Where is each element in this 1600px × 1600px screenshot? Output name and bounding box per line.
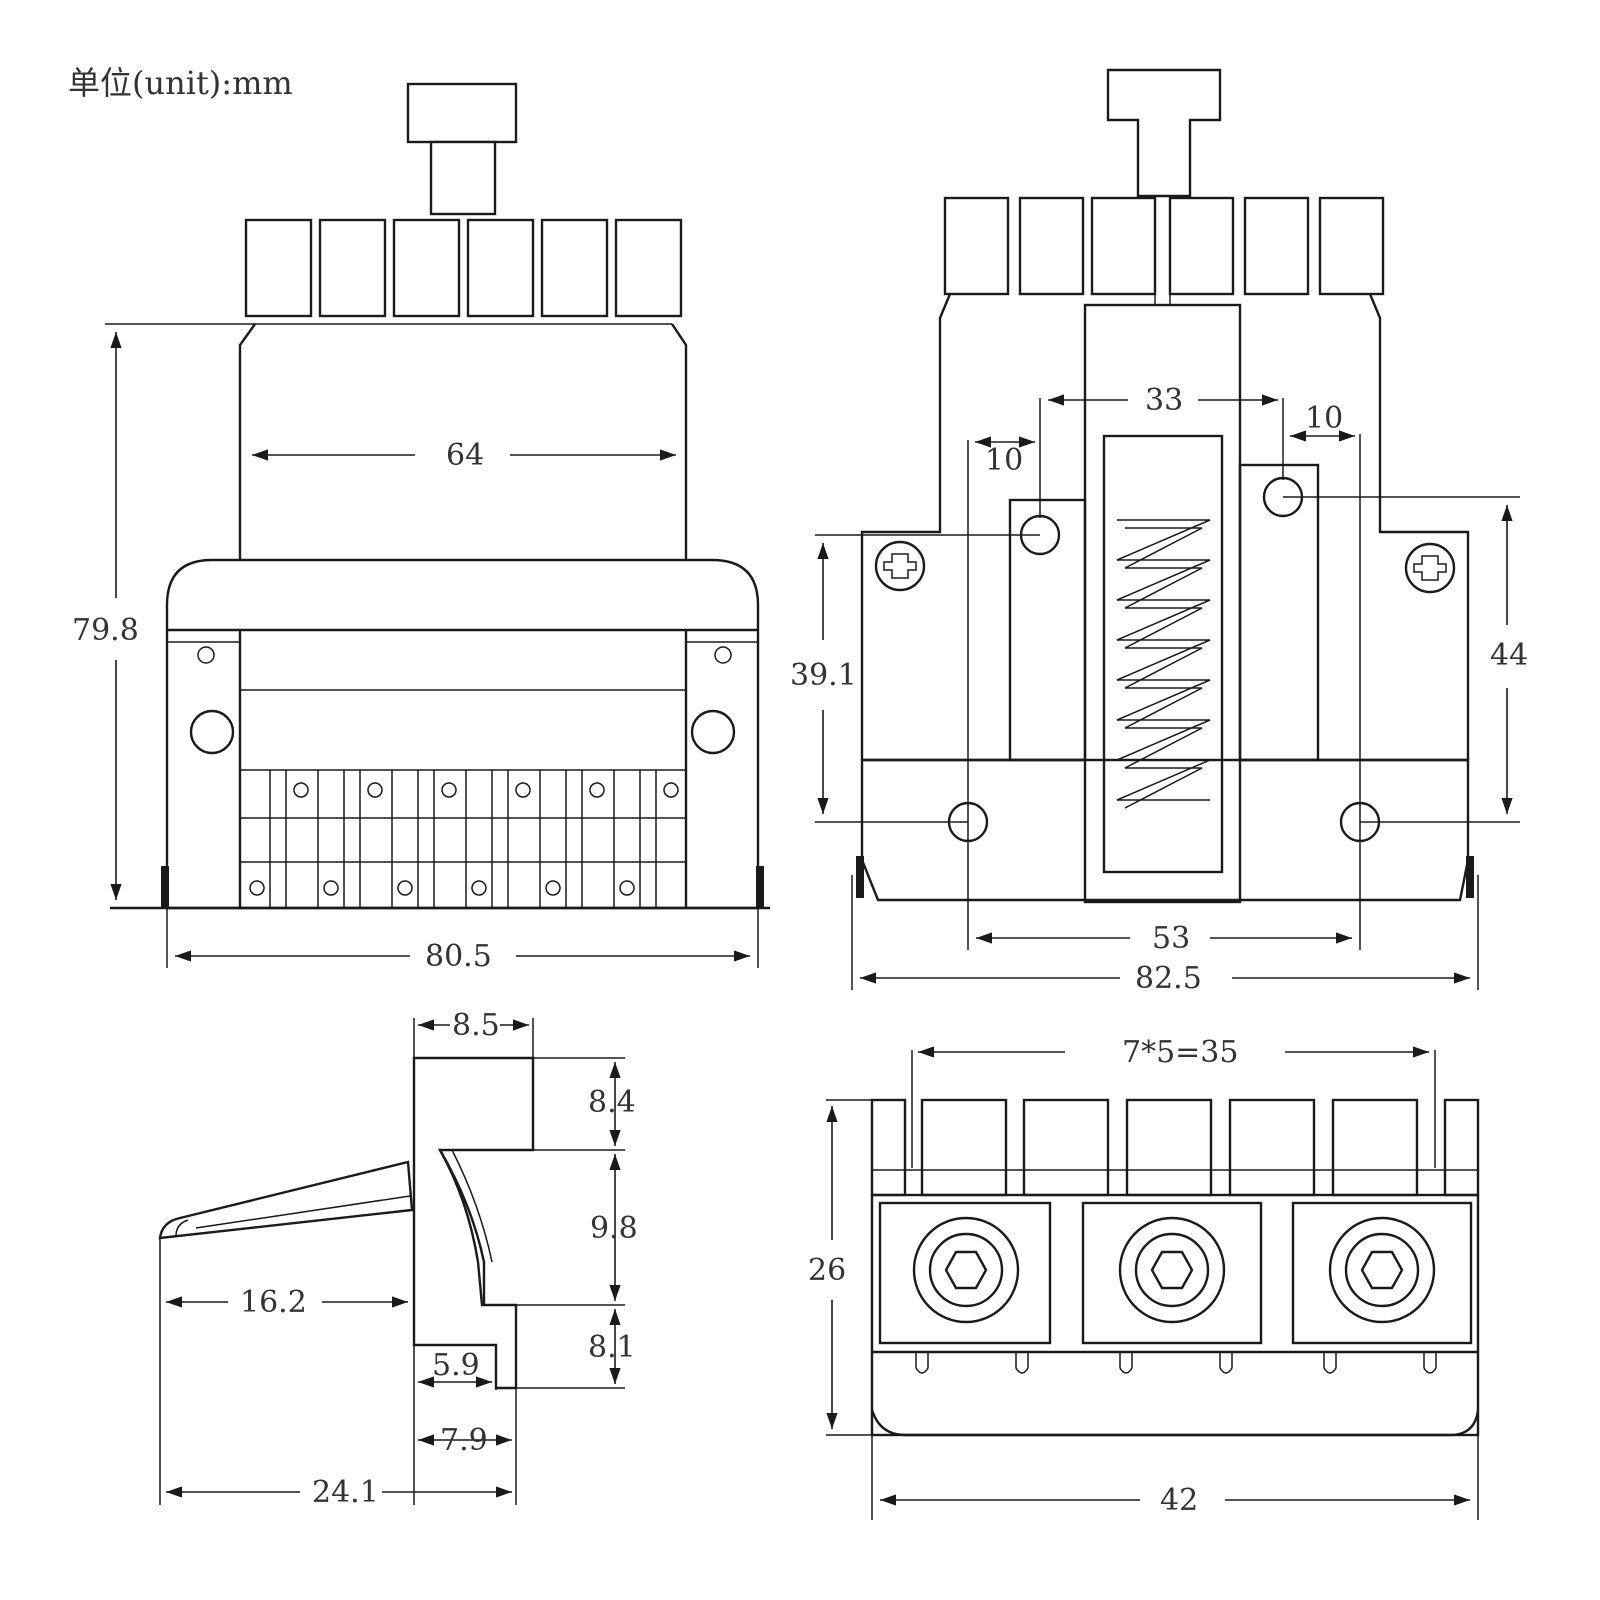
dim-7-9: 7.9 bbox=[440, 1423, 488, 1458]
dim-7x5-35: 7*5=35 bbox=[1122, 1035, 1238, 1070]
dim-24-1: 24.1 bbox=[312, 1475, 379, 1510]
dim-26: 26 bbox=[808, 1253, 846, 1288]
unit-label: 单位(unit):mm bbox=[68, 64, 293, 102]
dim-64: 64 bbox=[446, 438, 484, 473]
dim-5-9: 5.9 bbox=[432, 1348, 480, 1383]
dim-53: 53 bbox=[1152, 921, 1190, 956]
dim-44: 44 bbox=[1490, 638, 1528, 673]
saddle-view: 7*5=35 26 42 bbox=[808, 1035, 1480, 1520]
dim-39-1: 39.1 bbox=[790, 658, 857, 693]
dim-33: 33 bbox=[1145, 383, 1183, 418]
dim-8-1: 8.1 bbox=[588, 1330, 636, 1365]
dim-79-8: 79.8 bbox=[72, 613, 139, 648]
dim-80-5: 80.5 bbox=[425, 939, 492, 974]
back-view: 33 10 10 39.1 44 53 82.5 bbox=[790, 68, 1528, 996]
dim-42: 42 bbox=[1160, 1483, 1198, 1518]
dim-82-5: 82.5 bbox=[1135, 961, 1202, 996]
dim-10-left: 10 bbox=[985, 443, 1023, 478]
dim-10-right: 10 bbox=[1305, 401, 1343, 436]
dim-16-2: 16.2 bbox=[240, 1285, 307, 1320]
dim-8-5: 8.5 bbox=[452, 1008, 500, 1043]
dim-8-4: 8.4 bbox=[588, 1085, 636, 1120]
side-view: 8.5 8.4 9.8 8.1 16.2 5.9 7.9 24.1 bbox=[158, 1008, 638, 1510]
front-view: 64 79.8 80.5 bbox=[72, 82, 770, 974]
dim-9-8: 9.8 bbox=[590, 1211, 638, 1246]
